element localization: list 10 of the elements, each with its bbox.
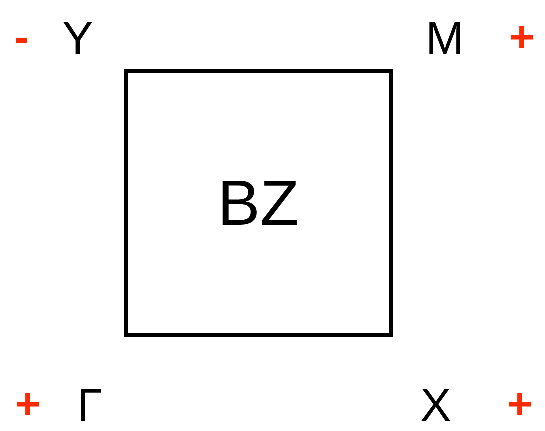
sign-label: +: [507, 383, 533, 427]
square-box: [124, 69, 393, 337]
sign-label: -: [14, 16, 30, 60]
sign-label: +: [509, 16, 535, 60]
point-label: Γ: [77, 382, 103, 428]
point-label: Y: [62, 15, 94, 61]
box-label: BZ: [218, 171, 300, 235]
point-label: X: [420, 382, 452, 428]
point-label: M: [426, 15, 464, 61]
sign-label: +: [15, 383, 41, 427]
